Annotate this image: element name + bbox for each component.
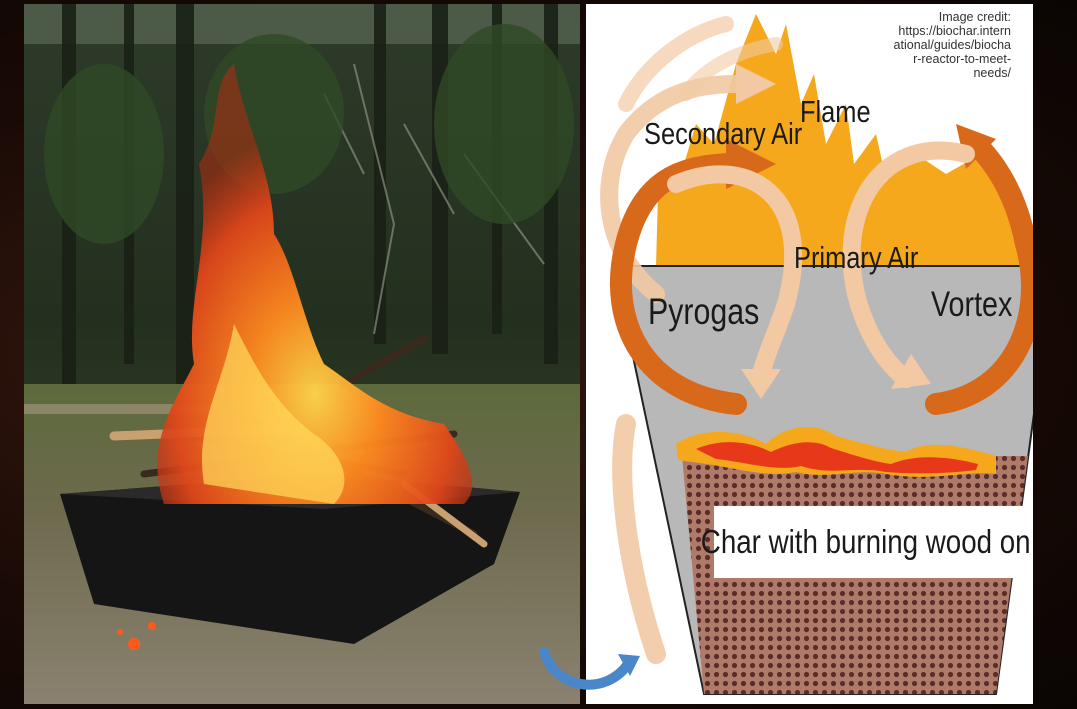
kiln-fire-photo — [24, 4, 580, 704]
label-char: Char with burning wood on top — [701, 523, 1033, 561]
biochar-reactor-diagram: Secondary Air Flame Primary Air Pyrogas … — [586, 4, 1033, 704]
photo-illustration — [24, 4, 580, 704]
image-credit: Image credit: https://biochar.intern ati… — [851, 10, 1011, 80]
label-primary-air: Primary Air — [794, 240, 918, 276]
label-flame: Flame — [800, 94, 871, 130]
label-vortex: Vortex — [931, 285, 1012, 325]
label-secondary-air: Secondary Air — [644, 116, 802, 152]
char-label-box: Char with burning wood on top — [714, 506, 1033, 578]
transition-arrow-icon — [536, 640, 646, 704]
label-pyrogas: Pyrogas — [648, 291, 759, 333]
